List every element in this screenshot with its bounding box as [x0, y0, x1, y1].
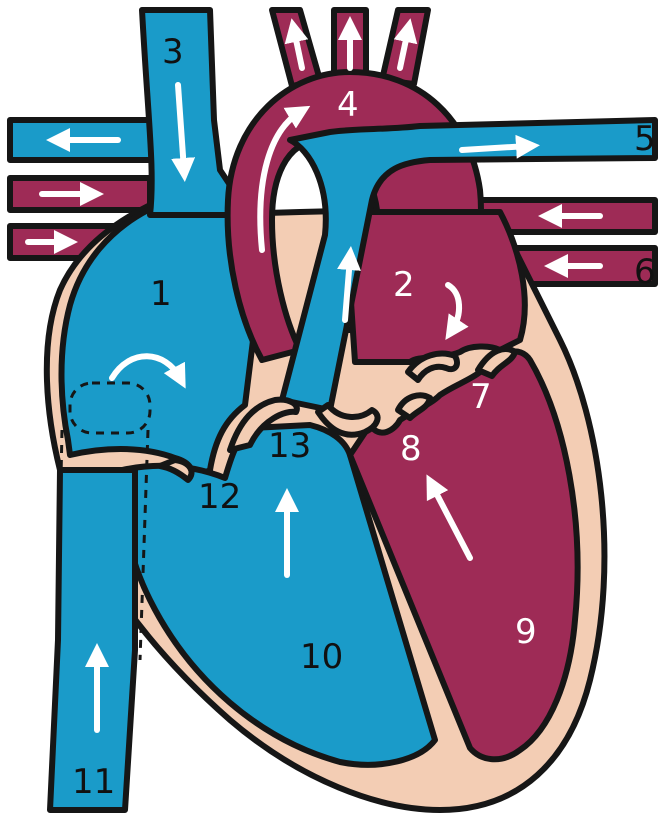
label-7: 7	[470, 377, 492, 417]
label-13: 13	[268, 426, 311, 466]
label-12: 12	[198, 477, 241, 517]
label-8: 8	[400, 429, 422, 469]
label-5: 5	[634, 119, 656, 159]
label-10: 10	[300, 637, 343, 677]
label-3: 3	[162, 32, 184, 72]
left-atrium	[345, 212, 525, 362]
pulmonary-artery-right-flow-arrow	[462, 146, 528, 150]
label-11: 11	[72, 762, 115, 802]
label-6: 6	[634, 252, 656, 292]
label-4: 4	[337, 85, 359, 125]
label-2: 2	[393, 265, 415, 305]
label-9: 9	[515, 612, 537, 652]
label-1: 1	[150, 274, 172, 314]
inferior-vena-cava	[50, 470, 135, 810]
